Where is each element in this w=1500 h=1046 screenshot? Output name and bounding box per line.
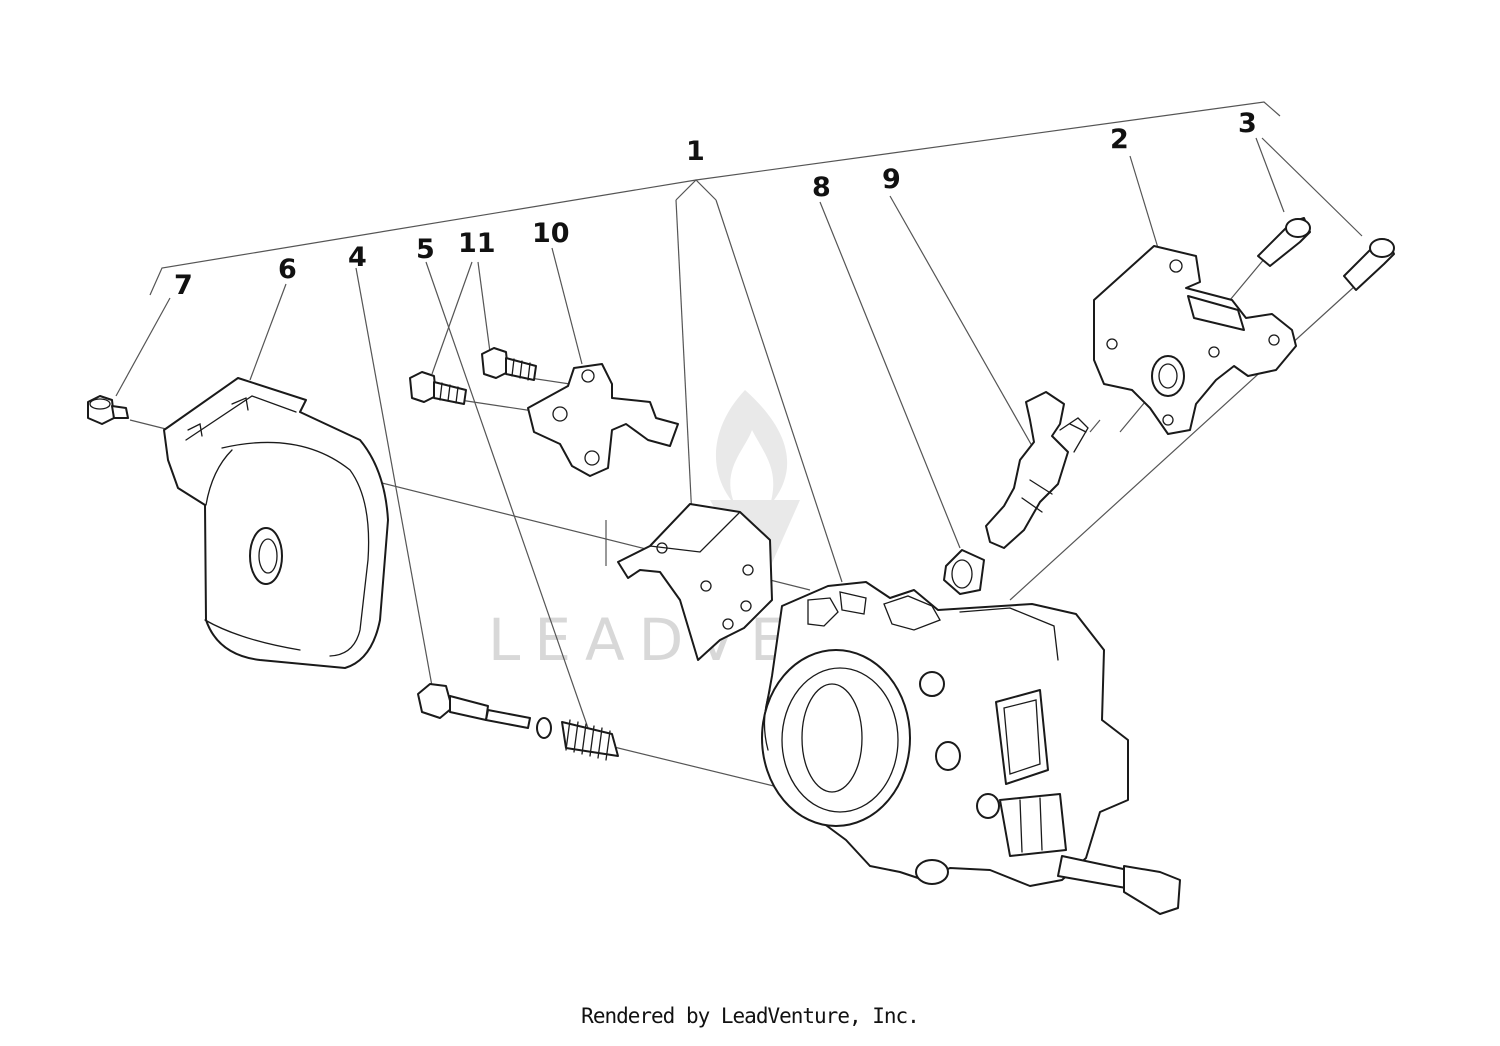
footer-credit: Rendered by LeadVenture, Inc. bbox=[581, 1004, 920, 1028]
part-11-screws bbox=[409, 347, 537, 405]
callout-2: 2 bbox=[1110, 124, 1129, 155]
callout-6: 6 bbox=[278, 254, 297, 285]
callout-10: 10 bbox=[532, 218, 570, 249]
part-3-screws bbox=[1257, 217, 1395, 291]
part-8-seal bbox=[943, 549, 985, 595]
callout-11: 11 bbox=[458, 228, 496, 259]
throttle-plate-bracket bbox=[617, 503, 773, 661]
callout-7: 7 bbox=[174, 270, 193, 301]
callout-5: 5 bbox=[416, 234, 435, 265]
part-4-bolt bbox=[417, 683, 531, 729]
part-6-cover bbox=[163, 377, 389, 669]
part-5-spring bbox=[536, 717, 619, 761]
throttle-body bbox=[761, 581, 1181, 915]
part-2-fuel-rail bbox=[1093, 245, 1297, 435]
callout-1: 1 bbox=[686, 136, 705, 167]
callout-3: 3 bbox=[1238, 108, 1257, 139]
callout-labels: 1 2 3 4 5 6 7 8 9 10 11 bbox=[174, 108, 1257, 301]
callout-4: 4 bbox=[348, 242, 367, 273]
callout-8: 8 bbox=[812, 172, 831, 203]
part-7-nut bbox=[87, 395, 129, 425]
part-9-injector bbox=[985, 391, 1089, 549]
assembly-bracket bbox=[149, 101, 1281, 583]
part-10-bracket bbox=[527, 363, 679, 477]
callout-9: 9 bbox=[882, 164, 901, 195]
